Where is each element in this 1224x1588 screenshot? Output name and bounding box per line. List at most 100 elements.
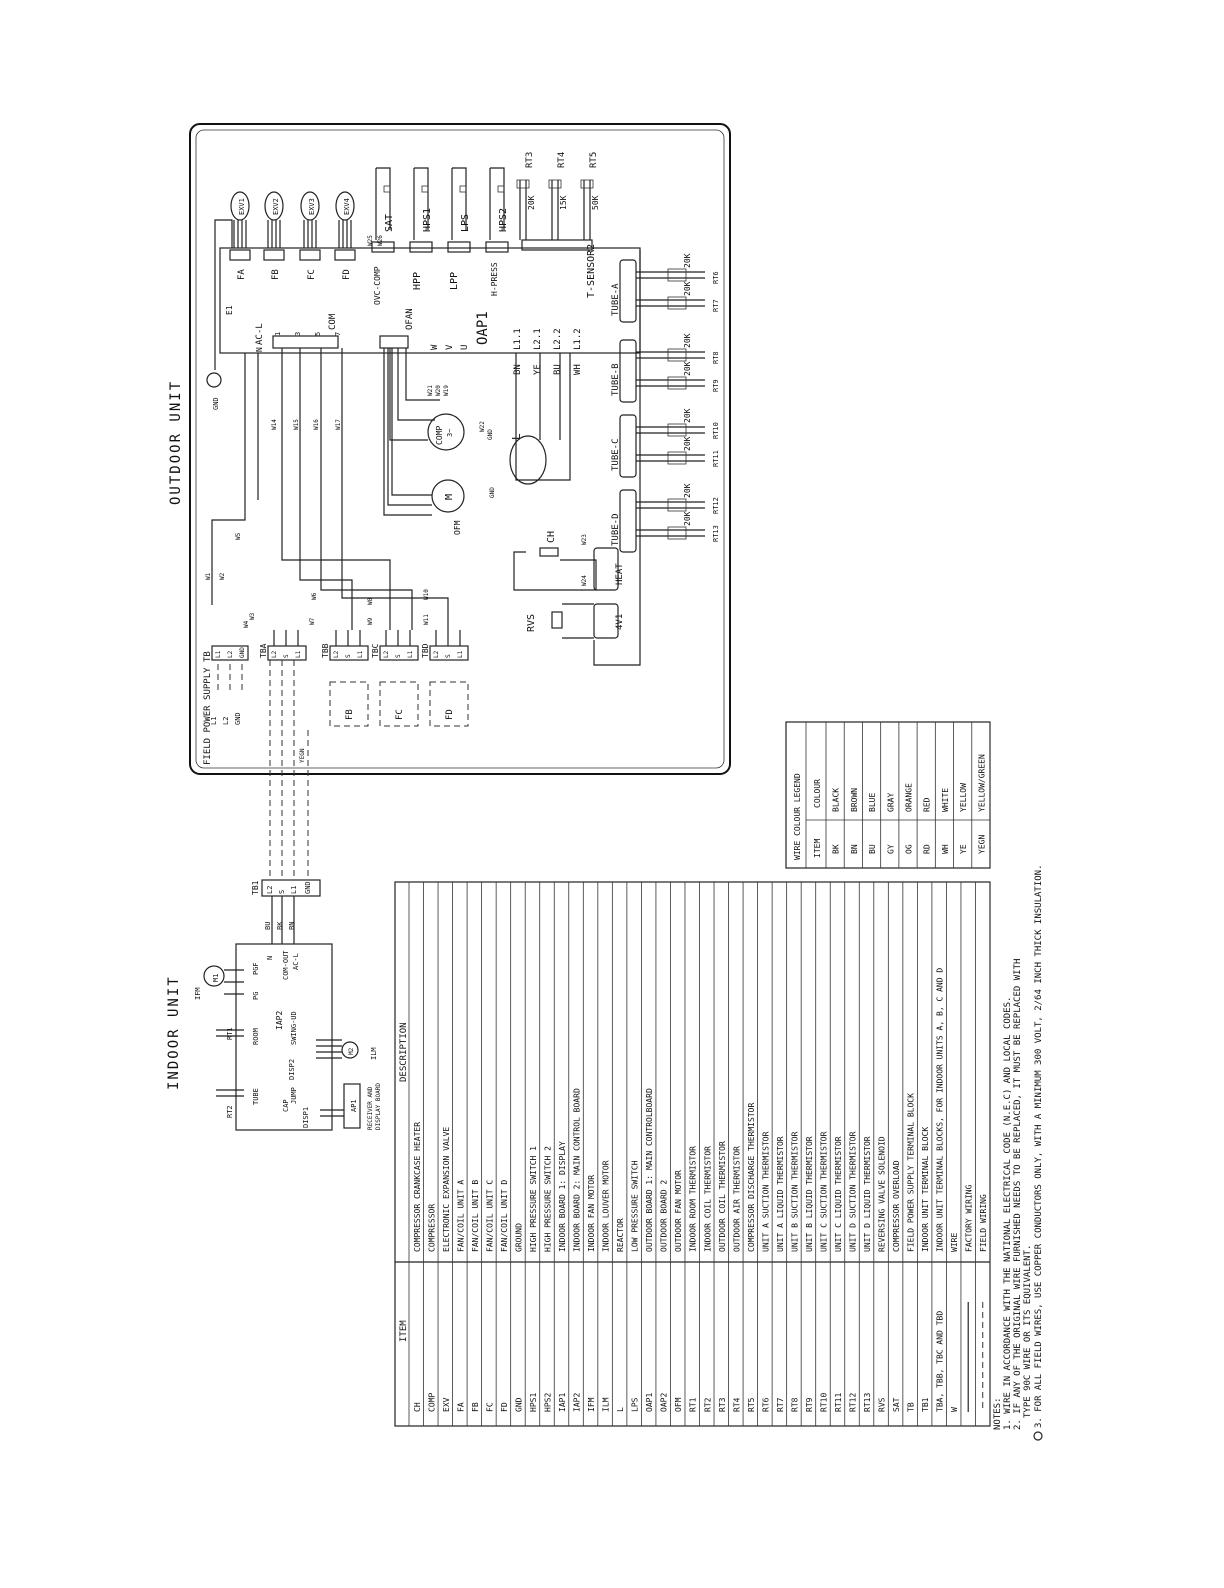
- tbb-label: TBB: [321, 643, 330, 658]
- indoor-unit-title: INDOOR UNIT: [166, 975, 182, 1090]
- rt2-label: RT2: [226, 1105, 234, 1118]
- 4v1-connector: [593, 603, 619, 639]
- legend-item-description: UNIT C LIQUID THERMISTOR: [834, 1136, 843, 1252]
- fd-box: [429, 681, 469, 727]
- legend-item-code: LPS: [631, 1397, 640, 1412]
- tb1-pin-label: L2: [266, 886, 274, 894]
- legend-item-description: INDOOR BOARD 2: MAIN CONTROL BOARD: [573, 1088, 582, 1252]
- legend-item-code: TBA, TBB, TBC AND TBD: [936, 1311, 945, 1412]
- tb-pin-label: L1: [215, 650, 222, 658]
- colour-name: BLUE: [868, 793, 877, 812]
- com-pin-label: 5: [314, 332, 322, 336]
- com-connector: [272, 335, 339, 349]
- legend-item-description: FIELD WIRING: [979, 1194, 988, 1252]
- disp2-label: DISP2: [288, 1059, 296, 1080]
- tube-port-label: TUBE-B: [611, 363, 621, 396]
- iap2-board: [235, 943, 333, 1131]
- legend-item-code: RT7: [776, 1397, 785, 1412]
- comp-gnd-label: GND: [487, 429, 494, 440]
- acl-label: AC-L: [255, 323, 265, 345]
- legend-item-description: INDOOR BOARD 1: DISPLAY: [558, 1141, 567, 1252]
- tube-sensor-label: RT9: [712, 379, 720, 392]
- legend-item-code: TB: [907, 1402, 916, 1412]
- tube-sensor-label: RT10: [712, 422, 720, 439]
- tb-pin-label: S: [283, 654, 290, 658]
- tbb-block: [329, 645, 369, 661]
- switch-label: HPS1: [422, 208, 433, 232]
- board-wire-label: W15: [293, 419, 300, 430]
- legend-item-description: LOW PRESSURE SWITCH: [631, 1160, 640, 1252]
- tube-sensor-label: RT11: [712, 450, 720, 467]
- legend-item-description: COMPRESSOR DISCHARGE THERMISTOR: [747, 1103, 756, 1252]
- tba-block: [267, 645, 307, 661]
- legend-item-description: FAN/COIL UNIT D: [500, 1180, 509, 1252]
- tube-sensor-label: RT6: [712, 271, 720, 284]
- exv-label: EXV4: [343, 198, 351, 215]
- fd-label: FD: [445, 709, 455, 720]
- supply-wire-label: W9: [367, 617, 374, 625]
- sensor-label: RT4: [557, 152, 567, 168]
- tbc-block: [379, 645, 419, 661]
- tb-pin-label: L2: [433, 650, 440, 658]
- tb-pin-label: GND: [239, 647, 246, 658]
- swing-label: SWING-UD: [290, 1011, 298, 1045]
- tube-sensor-value: 20K: [683, 436, 692, 451]
- indoor-n-label: N: [266, 956, 274, 960]
- indoor-wire-colour: BU: [264, 922, 272, 930]
- reactor-pin-label: L1.1: [513, 328, 523, 350]
- tube-sensor-value: 20K: [683, 408, 692, 423]
- comp-phase: 3~: [446, 429, 454, 437]
- ilm-motor-icon: [341, 1041, 359, 1059]
- thermistor-icon: [667, 451, 687, 465]
- thermistor-icon: [667, 423, 687, 437]
- outdoor-unit-frame: [189, 123, 731, 775]
- legend-item-code: OFM: [674, 1397, 683, 1412]
- note-3-marker-icon: [1033, 1431, 1043, 1441]
- w24-label: W24: [581, 575, 588, 586]
- reactor-icon: [509, 435, 547, 485]
- legend-item-code: RT9: [805, 1397, 814, 1412]
- board-wire-label: W16: [313, 419, 320, 430]
- legend-item-description: FAN/COIL UNIT B: [471, 1180, 480, 1252]
- legend-item-code: RT1: [689, 1397, 698, 1412]
- legend-item-code: IFM: [587, 1397, 596, 1412]
- oap1-label: OAP1: [475, 311, 491, 345]
- heat-connector: [593, 547, 619, 591]
- note-3: 3. FOR ALL FIELD WIRES, USE COPPER CONDU…: [1034, 864, 1044, 1428]
- disp1-label: DISP1: [302, 1107, 310, 1128]
- colour-code: YEGN: [977, 835, 986, 854]
- fb-box: [329, 681, 369, 727]
- com-pin-label: 1: [274, 332, 282, 336]
- note-1: 1. WIRE IN ACCORDANCE WITH THE NATIONAL …: [1003, 997, 1013, 1430]
- colour-legend-title: WIRE COLOUR LEGEND: [793, 773, 802, 860]
- ovc-comp-label: OVC-COMP: [373, 266, 382, 305]
- thermistor-icon: [667, 296, 687, 310]
- legend-item-description: INDOOR FAN MOTOR: [587, 1175, 596, 1252]
- ilm-m2: M2: [348, 1047, 355, 1055]
- fb-label: FB: [345, 709, 355, 720]
- sensor-label: RT5: [589, 152, 599, 168]
- supply-wire-label: W11: [423, 614, 430, 625]
- ifm-m1: M1: [212, 974, 220, 982]
- exv-port-label: FC: [307, 269, 317, 280]
- note-2b: TYPE 90C WIRE OR ITS EQUIVALENT.: [1023, 1245, 1033, 1418]
- tb-pin-label: L2: [383, 650, 390, 658]
- legend-item-code: RT11: [834, 1393, 843, 1412]
- w20-label: W20: [435, 385, 442, 396]
- sensor-label: RT3: [525, 152, 535, 168]
- tube-sensor-value: 20K: [683, 253, 692, 268]
- tb-pin-label: L1: [457, 650, 464, 658]
- legend-item-description: UNIT B SUCTION THERMISTOR: [790, 1131, 799, 1252]
- legend-item-description: UNIT B LIQUID THERMISTOR: [805, 1136, 814, 1252]
- iap2-label: IAP2: [275, 1011, 284, 1030]
- legend-item-description: FACTORY WIRING: [965, 1184, 974, 1252]
- colour-name: ORANGE: [905, 783, 914, 812]
- sat-wire-label: W25: [367, 235, 374, 246]
- notes: NOTES: 1. WIRE IN ACCORDANCE WITH THE NA…: [993, 864, 1044, 1441]
- uvw-label: V: [445, 344, 455, 350]
- colour-name: YELLOW: [959, 783, 968, 812]
